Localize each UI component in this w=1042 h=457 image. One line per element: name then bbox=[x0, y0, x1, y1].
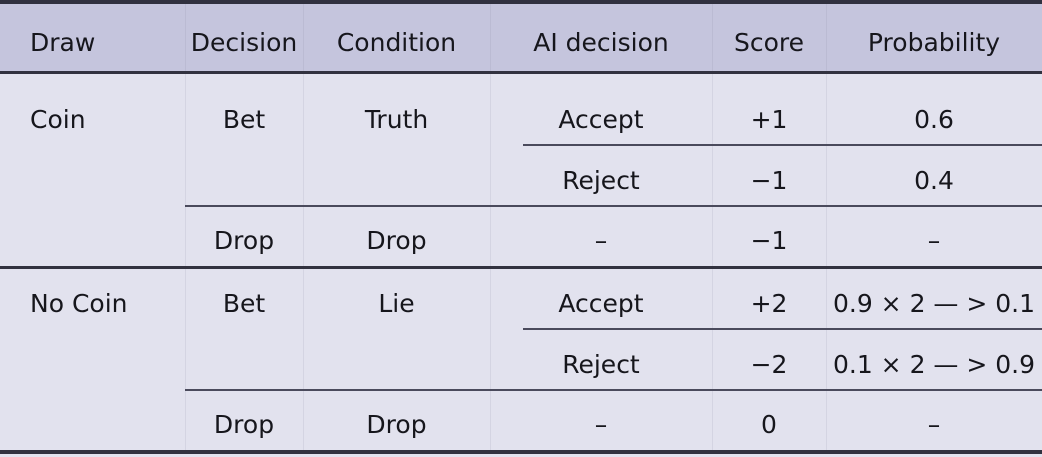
cell-decision: Bet bbox=[222, 105, 266, 134]
column-separator bbox=[490, 4, 491, 450]
column-separator bbox=[826, 4, 827, 450]
column-header-score: Score bbox=[733, 28, 805, 57]
cell-probability: 0.9 × 2 — > 0.1 bbox=[832, 289, 1036, 318]
cell-draw: Coin bbox=[30, 105, 86, 134]
cell-ai-decision: – bbox=[594, 410, 608, 439]
column-separator bbox=[712, 4, 713, 450]
cell-condition: Drop bbox=[366, 226, 427, 255]
cell-condition: Truth bbox=[364, 105, 429, 134]
cell-score: −2 bbox=[750, 350, 788, 379]
cell-score: −1 bbox=[750, 166, 788, 195]
column-separator bbox=[185, 4, 186, 450]
column-header-ai-decision: AI decision bbox=[533, 28, 669, 57]
cell-decision: Drop bbox=[213, 226, 275, 255]
cell-probability: 0.1 × 2 — > 0.9 bbox=[832, 350, 1036, 379]
table-top-border bbox=[0, 0, 1042, 4]
cell-condition: Lie bbox=[378, 289, 415, 318]
column-separator bbox=[303, 4, 304, 450]
cell-probability: 0.6 bbox=[914, 105, 954, 134]
cell-ai-decision: Reject bbox=[562, 350, 640, 379]
cell-score: +2 bbox=[750, 289, 788, 318]
column-header-probability: Probability bbox=[867, 28, 1001, 57]
cell-score: 0 bbox=[761, 410, 777, 439]
column-header-condition: Condition bbox=[336, 28, 457, 57]
cell-condition: Drop bbox=[366, 410, 427, 439]
group-divider-drop-coin bbox=[185, 205, 1042, 207]
header-bottom-border bbox=[0, 71, 1042, 74]
section-divider bbox=[0, 266, 1042, 269]
table-bottom-border bbox=[0, 450, 1042, 454]
column-header-draw: Draw bbox=[30, 28, 96, 57]
cell-probability: 0.4 bbox=[914, 166, 954, 195]
cell-draw: No Coin bbox=[30, 289, 128, 318]
column-header-decision: Decision bbox=[190, 28, 298, 57]
cell-probability: – bbox=[927, 226, 941, 255]
cell-decision: Drop bbox=[213, 410, 275, 439]
cell-ai-decision: Accept bbox=[558, 105, 644, 134]
cell-score: −1 bbox=[750, 226, 788, 255]
cell-ai-decision: Reject bbox=[562, 166, 640, 195]
subrow-divider-accept-nocoin bbox=[523, 328, 1042, 330]
table-header-band bbox=[0, 4, 1042, 71]
cell-ai-decision: Accept bbox=[558, 289, 644, 318]
group-divider-drop-nocoin bbox=[185, 389, 1042, 391]
cell-score: +1 bbox=[750, 105, 788, 134]
cell-decision: Bet bbox=[222, 289, 266, 318]
cell-probability: – bbox=[927, 410, 941, 439]
cell-ai-decision: – bbox=[594, 226, 608, 255]
subrow-divider-accept-coin bbox=[523, 144, 1042, 146]
